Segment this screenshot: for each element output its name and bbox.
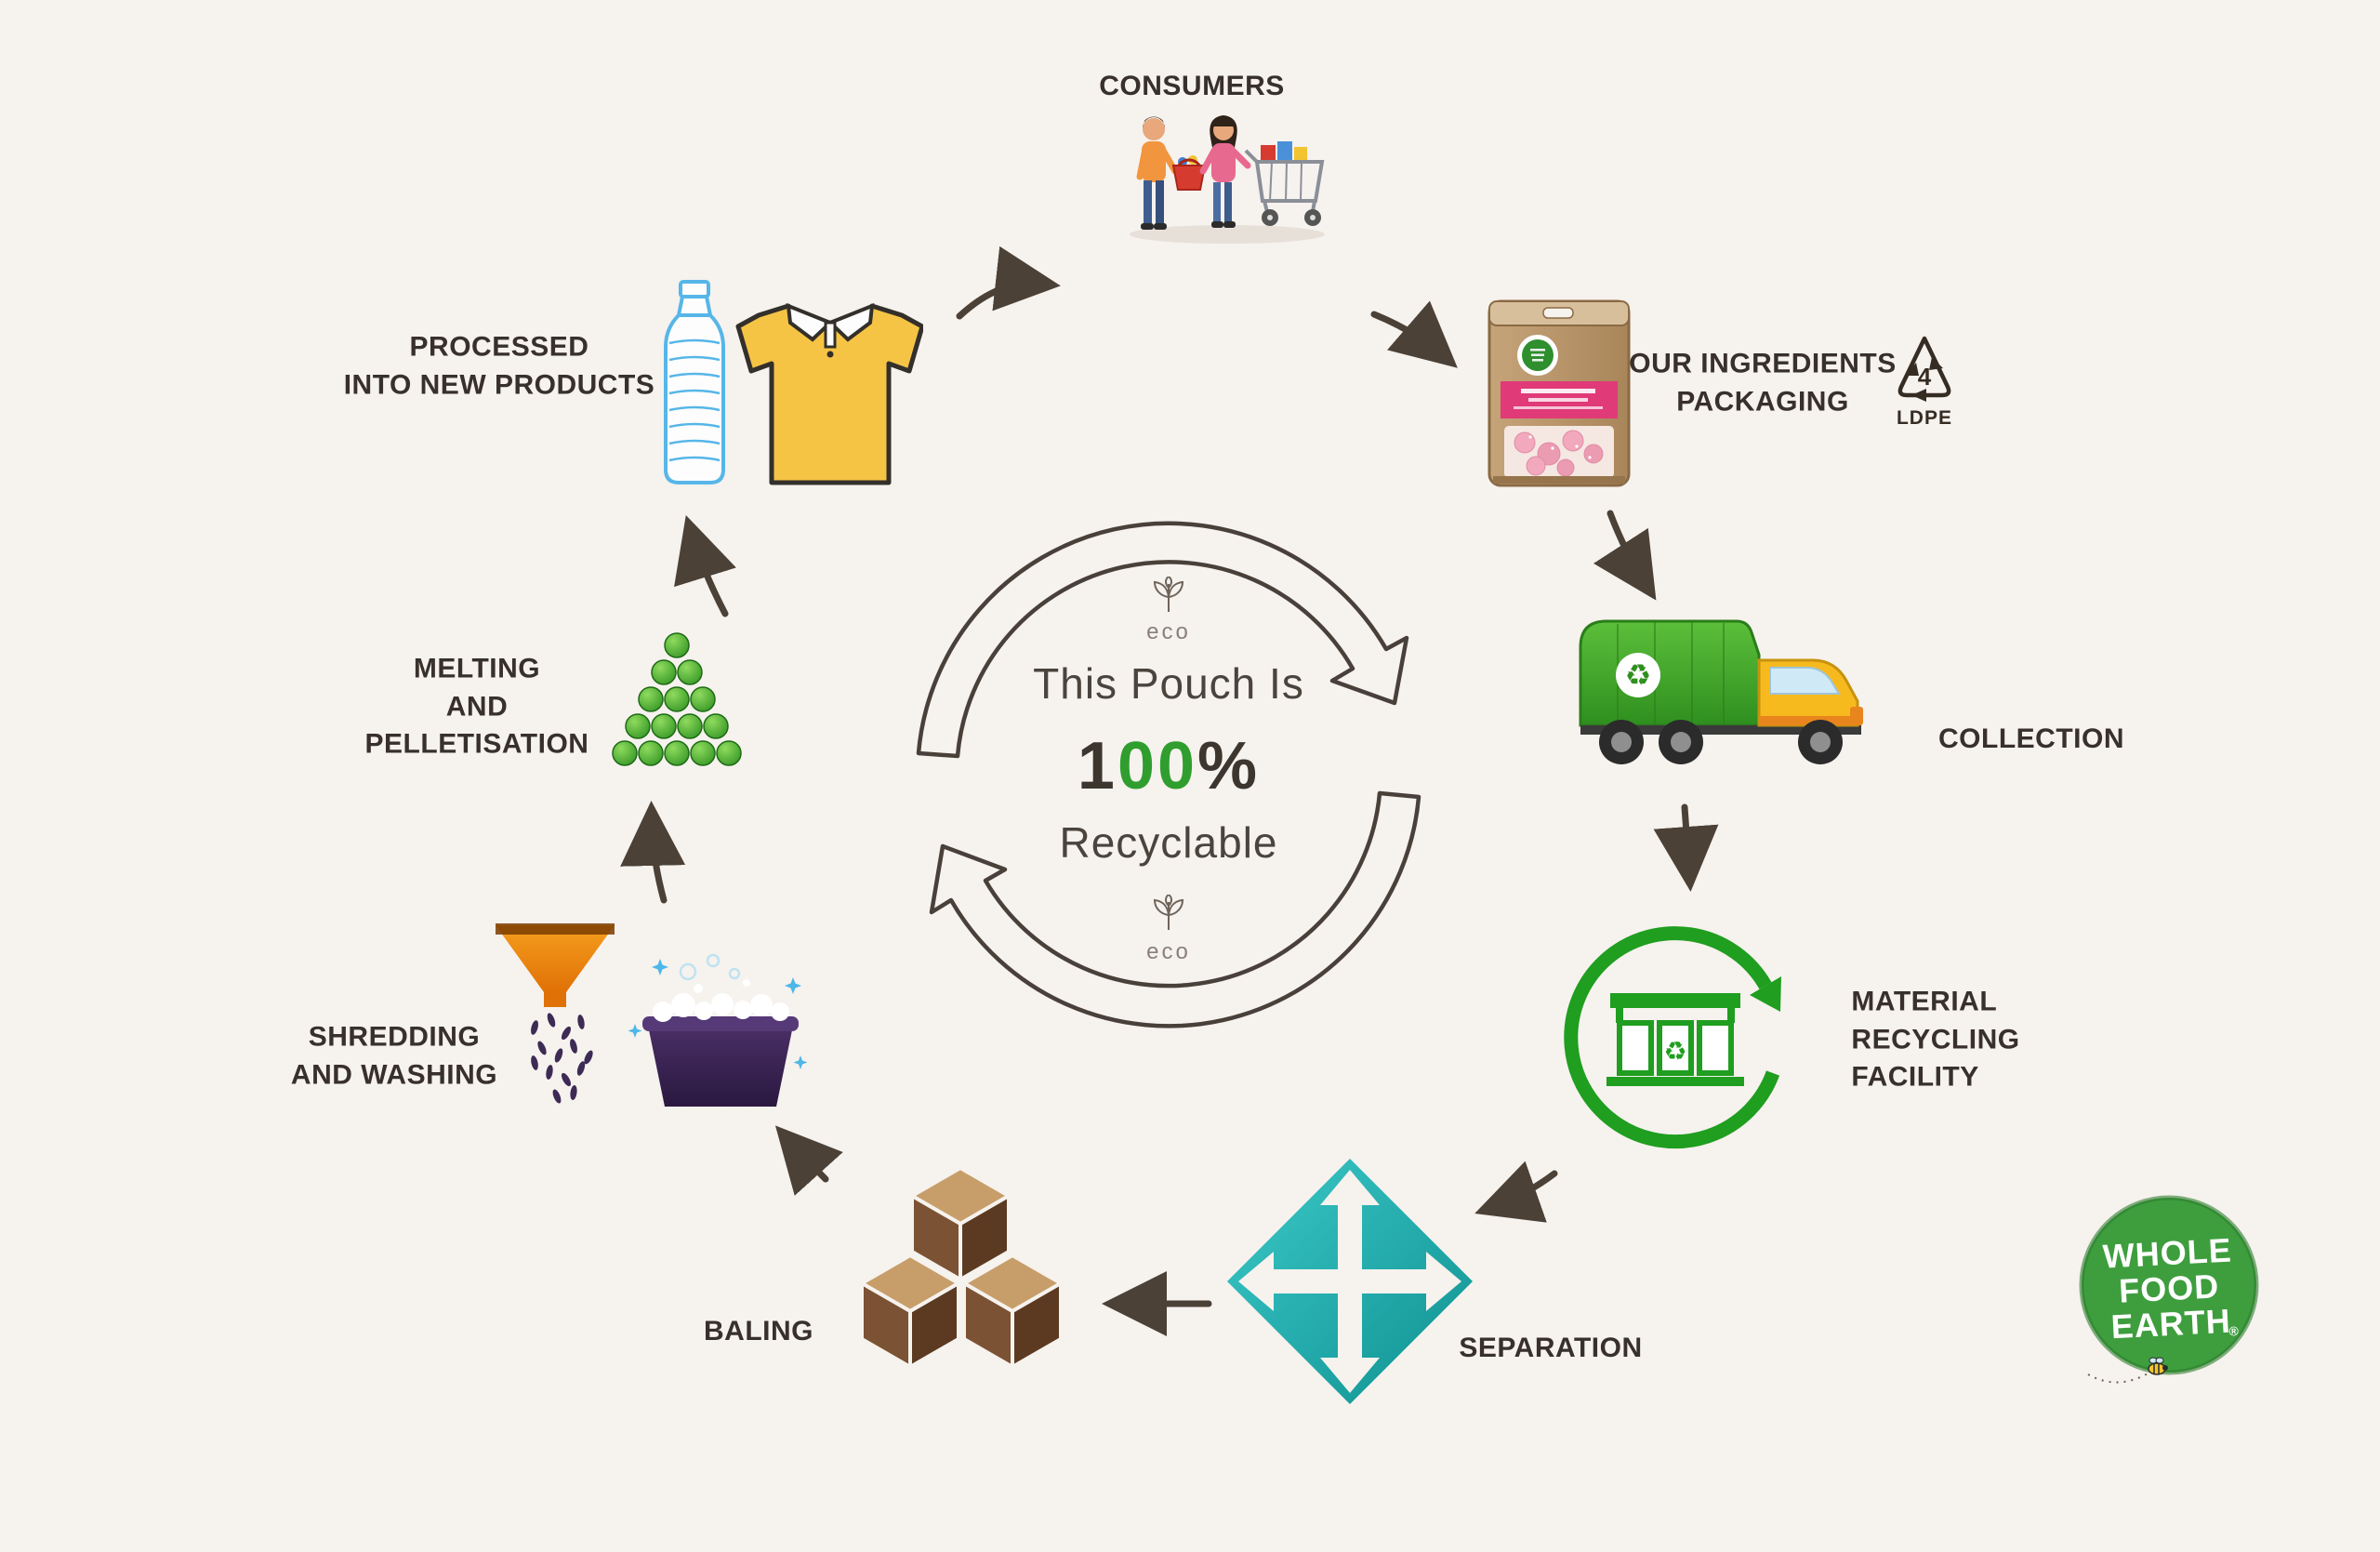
truck-body xyxy=(1579,619,1761,727)
separation-label: SEPARATION xyxy=(1459,1332,1643,1363)
shopping-basket xyxy=(1171,155,1207,191)
baling-icon xyxy=(860,1166,1063,1369)
truck-window xyxy=(1769,667,1841,695)
truck-bumper xyxy=(1850,707,1863,725)
shopping-cart xyxy=(1244,141,1325,226)
truck-wheels xyxy=(1599,720,1843,764)
mrf-ring-arrow xyxy=(1564,926,1780,1149)
bale-cubes xyxy=(860,1166,1063,1369)
logo-text: WHOLE FOOD EARTH ® xyxy=(2102,1230,2240,1346)
recycle-symbol: ♻ xyxy=(1625,657,1652,693)
logo-circle xyxy=(2082,1198,2256,1373)
percent-one: 1 xyxy=(1077,729,1117,803)
eco-label-bottom: eco xyxy=(1146,939,1191,964)
truck-skirt xyxy=(1759,716,1858,725)
pellets xyxy=(612,632,742,766)
consumers-shadow xyxy=(1130,225,1325,244)
consumers-label: CONSUMERS xyxy=(1099,70,1285,101)
resin-code-label: LDPE xyxy=(1897,407,1952,429)
resin-number: 4 xyxy=(1918,363,1932,391)
arrow-melting-to-new-products xyxy=(674,514,736,617)
percent-zeros: 00 xyxy=(1117,729,1198,803)
recycle-symbol: ♻ xyxy=(1663,1036,1686,1067)
percent-sign: % xyxy=(1197,729,1261,803)
arrow-shredding-to-melting xyxy=(620,801,686,904)
svg-text:EARTH: EARTH xyxy=(2110,1302,2232,1346)
garbage-truck-icon: ♻ xyxy=(1579,619,1863,764)
pouch-bottom-gusset xyxy=(1493,476,1625,484)
water-bottle xyxy=(664,280,725,484)
bee-icon xyxy=(2087,1357,2168,1384)
ldpe-resin-code-icon: 4 LDPE xyxy=(1897,336,1952,429)
pouch-brand-logo xyxy=(1517,335,1558,376)
arrow-new-products-to-consumers xyxy=(956,245,1061,320)
truck-recycle-emblem xyxy=(1616,653,1660,697)
woman-shopper xyxy=(1199,115,1251,228)
baling-label: BALING xyxy=(704,1315,813,1346)
shredded-flakes xyxy=(531,1013,593,1104)
soap-bubbles xyxy=(679,953,741,981)
cycle-ring-bottom-arrow xyxy=(929,790,1421,1028)
registered-mark: ® xyxy=(2228,1323,2240,1339)
mrf-label: MATERIAL RECYCLING FACILITY xyxy=(1851,986,2020,1093)
cycle-ring-top-arrow xyxy=(916,521,1409,759)
pouch-product-label xyxy=(1501,381,1618,418)
consumers-icon xyxy=(1130,115,1325,244)
center-cycle-rings xyxy=(916,521,1421,1028)
man-shopper xyxy=(1136,116,1179,230)
whole-food-earth-logo: WHOLE FOOD EARTH ® xyxy=(2079,1195,2259,1384)
polo-shirt xyxy=(735,302,923,485)
svg-text:FOOD: FOOD xyxy=(2118,1267,2220,1310)
melting-label: MELTING AND PELLETISATION xyxy=(364,653,589,760)
pouch-icon xyxy=(1488,299,1631,487)
sparkle-icons xyxy=(628,959,808,1069)
center-percent: 100% xyxy=(1078,728,1260,804)
arrow-packaging-to-collection xyxy=(1593,510,1657,601)
pouch-window xyxy=(1504,426,1614,478)
wash-basin xyxy=(642,979,799,1107)
separation-icon xyxy=(1227,1159,1473,1404)
truck-chassis xyxy=(1580,725,1861,735)
new-products-label: PROCESSED INTO NEW PRODUCTS xyxy=(343,331,655,401)
packaging-label: OUR INGREDIENTS PACKAGING xyxy=(1629,348,1897,418)
pellets-pyramid-icon xyxy=(612,632,742,766)
eco-label-top: eco xyxy=(1146,619,1191,644)
mrf-ring-arrowhead xyxy=(1750,976,1781,1012)
eco-leaf-top-icon xyxy=(1153,577,1184,613)
arrow-mrf-to-separation xyxy=(1474,1161,1558,1223)
shredding-washing-icon xyxy=(496,923,808,1107)
material-recycling-facility-icon: ♻ xyxy=(1564,926,1781,1149)
pouch-hang-hole xyxy=(1542,307,1574,319)
collection-label: COLLECTION xyxy=(1938,723,2124,754)
center-line2: Recyclable xyxy=(1059,818,1278,867)
mrf-building: ♻ xyxy=(1606,993,1744,1086)
arrow-collection-to-mrf xyxy=(1653,803,1719,892)
separation-arrows xyxy=(1238,1170,1461,1393)
shredding-label: SHREDDING AND WASHING xyxy=(290,1021,498,1091)
svg-text:WHOLE: WHOLE xyxy=(2102,1230,2233,1275)
eco-leaf-bottom-icon xyxy=(1153,895,1184,931)
new-products-icon xyxy=(664,280,923,485)
arrow-consumers-to-packaging xyxy=(1370,300,1458,368)
arrow-baling-to-shredding xyxy=(774,1125,843,1196)
shredder-funnel xyxy=(496,923,615,1007)
center-line1: This Pouch Is xyxy=(1033,659,1304,708)
